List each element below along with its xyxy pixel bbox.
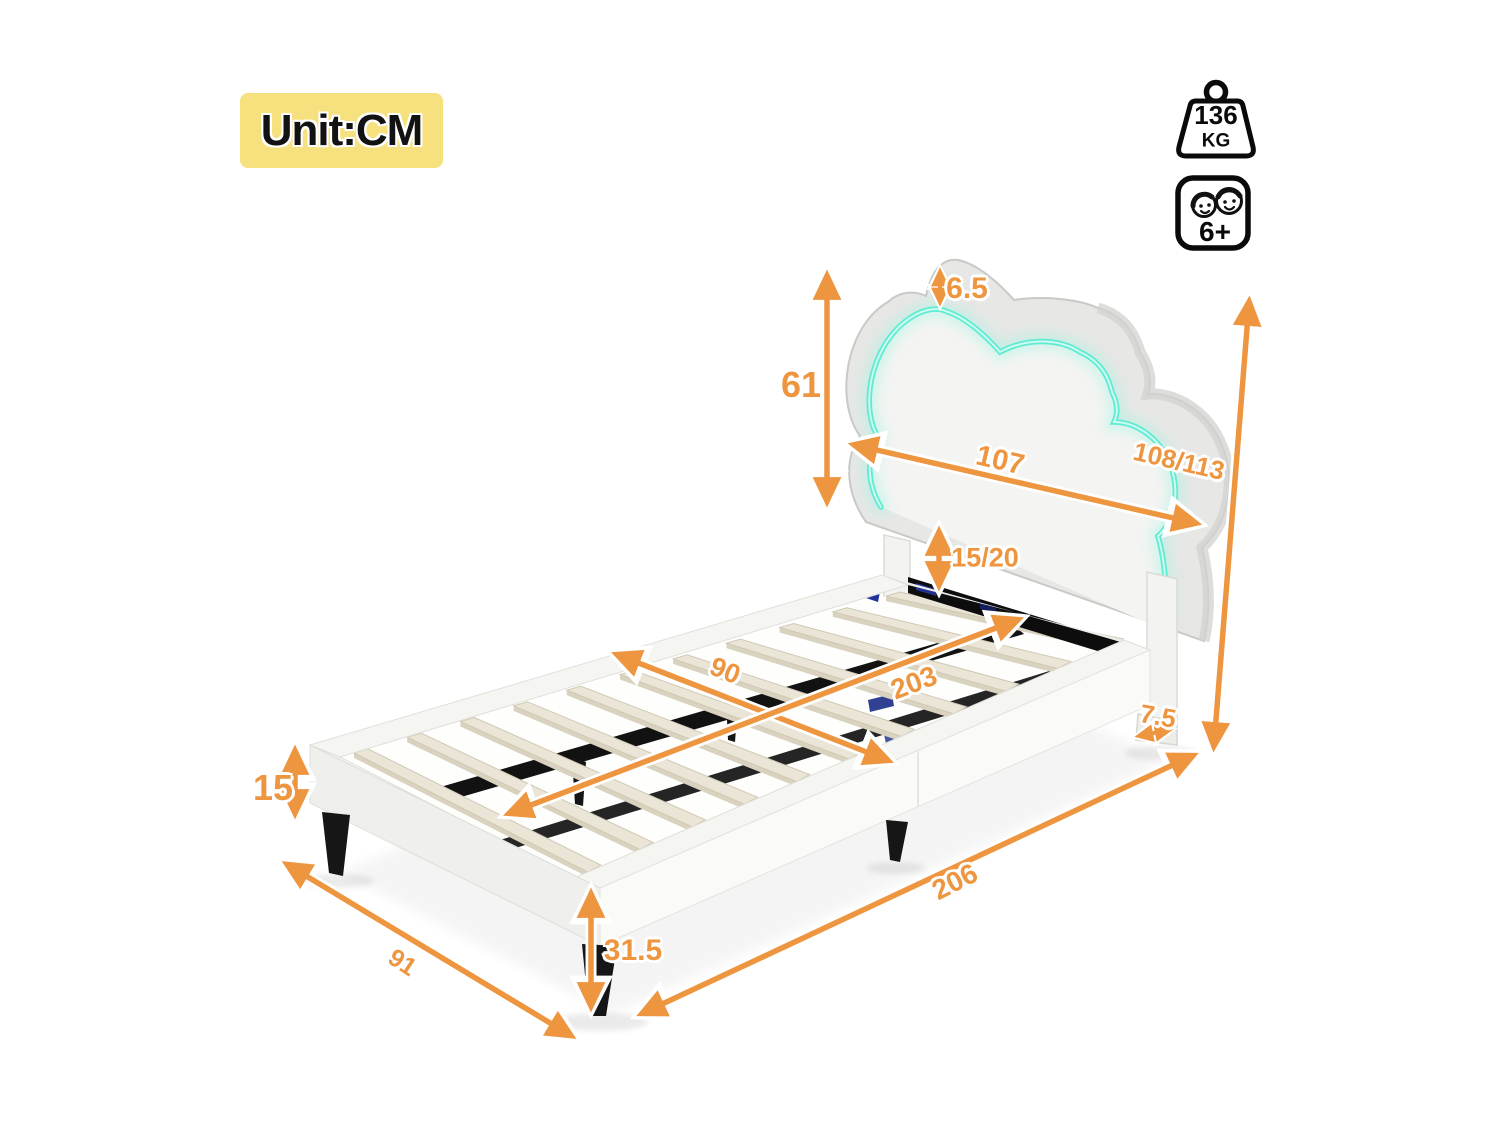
dim-label-headboard-leg-width: 7.5 bbox=[1137, 698, 1179, 734]
unit-badge: Unit:CM bbox=[240, 93, 443, 168]
kid-hair-left bbox=[1190, 191, 1215, 209]
unit-label: Unit:CM bbox=[260, 105, 424, 155]
kid-hair-right bbox=[1215, 187, 1243, 200]
dimension-arrows bbox=[273, 262, 1269, 1043]
weight-limit-unit: KG bbox=[1201, 130, 1231, 152]
dim-label-headboard-top-thickness: 6.5 bbox=[946, 272, 988, 305]
age-recommendation-icon bbox=[1175, 175, 1251, 251]
dim-label-headboard-to-slat-gap: 15/20 bbox=[951, 542, 1019, 573]
weight-limit-value: 136 bbox=[1194, 100, 1238, 130]
weight-capacity-icon bbox=[1176, 79, 1256, 159]
age-recommendation-label: 6+ bbox=[1199, 216, 1231, 247]
dim-label-platform-height: 31.5 bbox=[603, 934, 663, 967]
dim-label-side-rail-height: 15 bbox=[252, 767, 294, 808]
dim-label-headboard-height: 61 bbox=[780, 364, 822, 405]
foot-leg-far bbox=[322, 812, 350, 876]
